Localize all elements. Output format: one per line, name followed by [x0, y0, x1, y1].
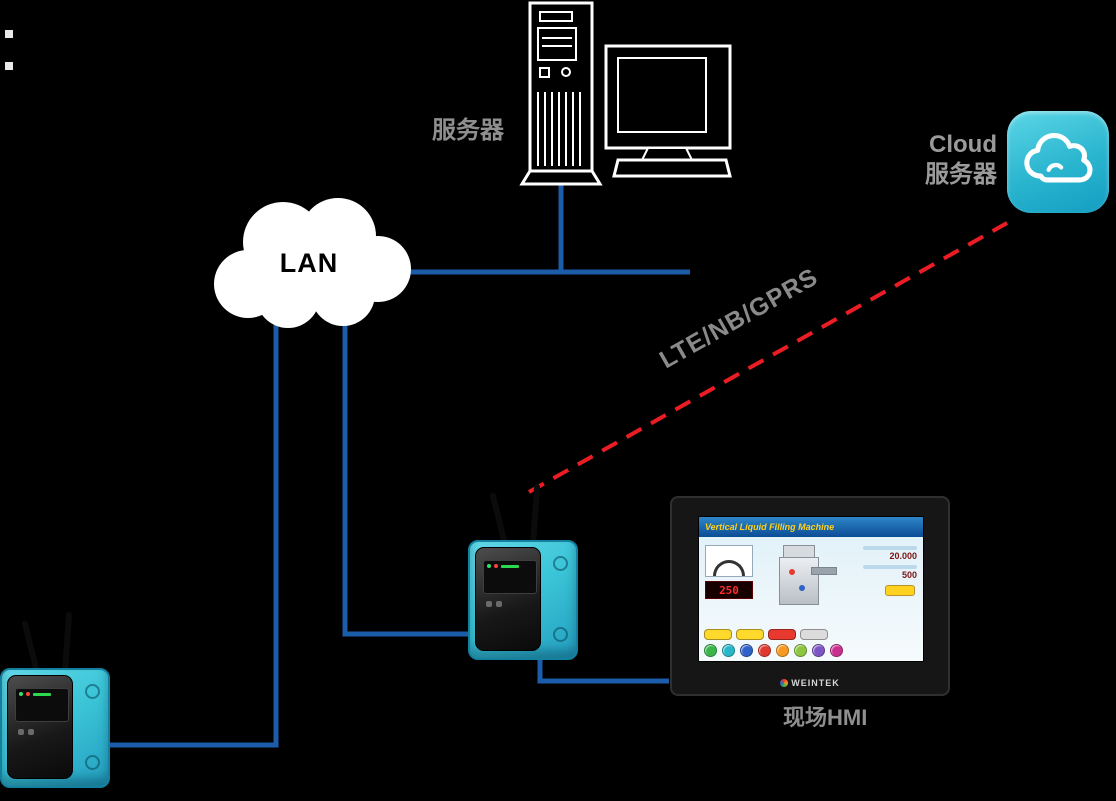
machine-body [779, 557, 819, 605]
device-front-panel [7, 675, 73, 779]
hmi-screen: Vertical Liquid Filling Machine 250 20.0… [698, 516, 924, 662]
value-2: 500 [901, 570, 917, 580]
value-readouts: 20.000 500 [839, 543, 917, 596]
lan-label: LAN [279, 248, 339, 278]
wireless-gateway-left [0, 611, 112, 788]
device-display [15, 688, 69, 722]
value-1: 20.000 [889, 551, 917, 561]
lan-cloud-shape [214, 198, 411, 328]
server-label: 服务器 [432, 117, 504, 144]
brand-logo-icon [780, 679, 789, 687]
led-indicator [26, 692, 30, 696]
hmi-icon-buttons [704, 644, 918, 657]
led-indicator [494, 564, 498, 568]
value-caption [863, 565, 917, 569]
hmi-panel: Vertical Liquid Filling Machine 250 20.0… [670, 496, 950, 696]
wireless-gateway-center [468, 483, 580, 660]
machine-arm [811, 567, 837, 575]
hmi-screen-title: Vertical Liquid Filling Machine [699, 517, 923, 537]
cloud-app-icon [1007, 111, 1109, 213]
device-body [0, 668, 110, 788]
hmi-screen-body: 250 20.000 500 [699, 537, 923, 661]
machine-indicator [799, 585, 805, 591]
value-caption [863, 546, 917, 550]
cloud-glyph-icon [1024, 132, 1093, 183]
led-display: 250 [705, 581, 753, 599]
led-readout [33, 693, 51, 696]
device-buttons [484, 596, 504, 614]
device-display [483, 560, 537, 594]
antenna-icon [529, 483, 541, 549]
hmi-pill-buttons [704, 629, 918, 640]
cloud-server-label: Cloud 服务器 [885, 130, 997, 190]
mount-hole [85, 755, 100, 770]
gauge-widget [705, 545, 753, 577]
hmi-label: 现场HMI [783, 705, 868, 730]
lan-gateway2-line [342, 322, 472, 637]
device-body [468, 540, 578, 660]
device-front-panel [475, 547, 541, 651]
wireless-link-line [528, 221, 1008, 494]
cloud-server-label-line1: Cloud [929, 131, 997, 158]
stray-mark [5, 62, 13, 70]
antenna-icon [61, 611, 73, 677]
server-computer-drawing [519, 1, 732, 186]
stray-mark [5, 30, 13, 38]
hmi-button-area [704, 629, 918, 657]
device-buttons [16, 724, 36, 742]
gateway-hmi-line [537, 650, 676, 684]
mount-hole [553, 556, 568, 571]
mount-hole [85, 684, 100, 699]
mount-hole [553, 627, 568, 642]
cloud-server-label-line2: 服务器 [925, 161, 997, 188]
led-indicator [19, 692, 23, 696]
setpoint-button [885, 585, 915, 596]
led-indicator [487, 564, 491, 568]
machine-indicator [789, 569, 795, 575]
led-readout [501, 565, 519, 568]
brand-text: WEINTEK [791, 678, 840, 688]
lan-gateway1-line [100, 322, 279, 748]
hmi-brand: WEINTEK [672, 678, 948, 688]
